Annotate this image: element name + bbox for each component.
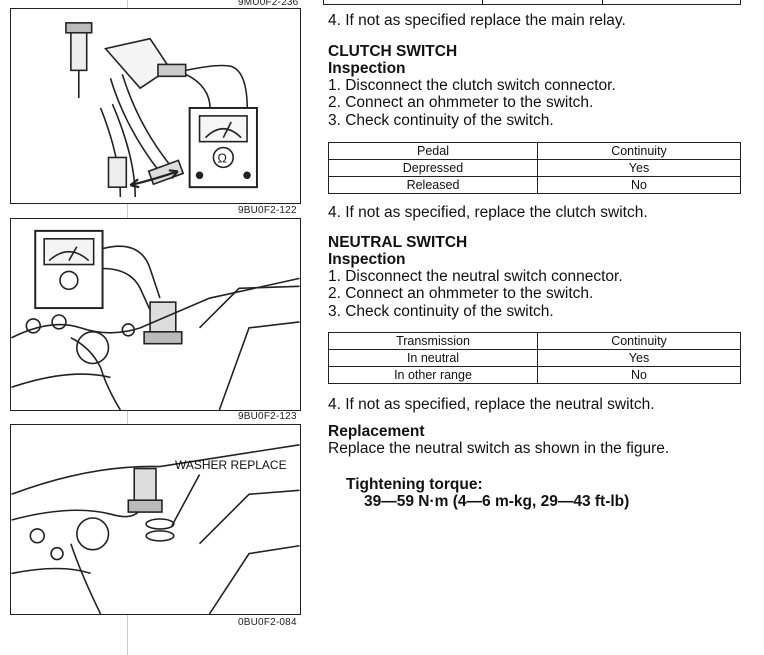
table-cell: Yes (537, 349, 741, 367)
neutral-step-4: 4. If not as specified, replace the neut… (328, 396, 655, 413)
clutch-step-2: 2. Connect an ohmmeter to the switch. (328, 94, 594, 111)
previous-table-remnant (323, 0, 741, 5)
neutral-inspection-heading: Inspection (328, 251, 406, 268)
table-cell: Yes (537, 159, 741, 177)
table-cell: Released (328, 176, 538, 194)
replacement-illustration (11, 444, 300, 614)
figure-neutral-switch-replacement: WASHER REPLACE (10, 424, 301, 615)
figure-3-id: 9BU0F2-123 (238, 411, 297, 422)
figure-4-id: 0BU0F2-084 (238, 617, 297, 628)
clutch-pedal-illustration: Ω (65, 22, 258, 198)
clutch-step-3: 3. Check continuity of the switch. (328, 112, 554, 129)
table-cell: No (537, 366, 741, 384)
figure-clutch-switch: Ω (10, 8, 301, 204)
table-cell: In other range (328, 366, 538, 384)
table-row: In neutral Yes (328, 349, 741, 367)
neutral-step-3: 3. Check continuity of the switch. (328, 303, 554, 320)
neutral-step-2: 2. Connect an ohmmeter to the switch. (328, 285, 594, 302)
svg-text:Ω: Ω (217, 150, 227, 165)
main-relay-step-4: 4. If not as specified replace the main … (328, 12, 626, 29)
table-row: Released No (328, 176, 741, 194)
table-header-cell: Continuity (537, 332, 741, 350)
clutch-switch-heading: CLUTCH SWITCH (328, 43, 458, 60)
table-row: In other range No (328, 366, 741, 384)
neutral-continuity-table: Transmission Continuity In neutral Yes I… (328, 332, 741, 384)
table-cell: No (537, 176, 741, 194)
table-header-cell: Transmission (328, 332, 538, 350)
figure-1-id: 9MU0F2-236 (238, 0, 299, 8)
clutch-continuity-table: Pedal Continuity Depressed Yes Released … (328, 142, 741, 194)
replacement-heading: Replacement (328, 423, 425, 440)
neutral-switch-heading: NEUTRAL SWITCH (328, 234, 468, 251)
table-header-cell: Pedal (328, 142, 538, 160)
neutral-switch-illustration (11, 229, 300, 410)
clutch-step-4: 4. If not as specified, replace the clut… (328, 204, 648, 221)
washer-replace-callout: WASHER REPLACE (175, 458, 287, 472)
table-header-row: Transmission Continuity (328, 332, 741, 350)
clutch-step-1: 1. Disconnect the clutch switch connecto… (328, 77, 616, 94)
clutch-inspection-heading: Inspection (328, 60, 406, 77)
neutral-step-1: 1. Disconnect the neutral switch connect… (328, 268, 623, 285)
table-header-cell: Continuity (537, 142, 741, 160)
figure-2-id: 9BU0F2-122 (238, 205, 297, 216)
tightening-torque-label: Tightening torque: (346, 476, 483, 493)
table-cell: In neutral (328, 349, 538, 367)
table-cell: Depressed (328, 159, 538, 177)
tightening-torque-value: 39—59 N·m (4—6 m-kg, 29—43 ft-lb) (364, 493, 630, 510)
table-header-row: Pedal Continuity (328, 142, 741, 160)
table-row: Depressed Yes (328, 159, 741, 177)
replacement-text: Replace the neutral switch as shown in t… (328, 440, 670, 457)
figure-neutral-switch-inspection (10, 218, 301, 411)
